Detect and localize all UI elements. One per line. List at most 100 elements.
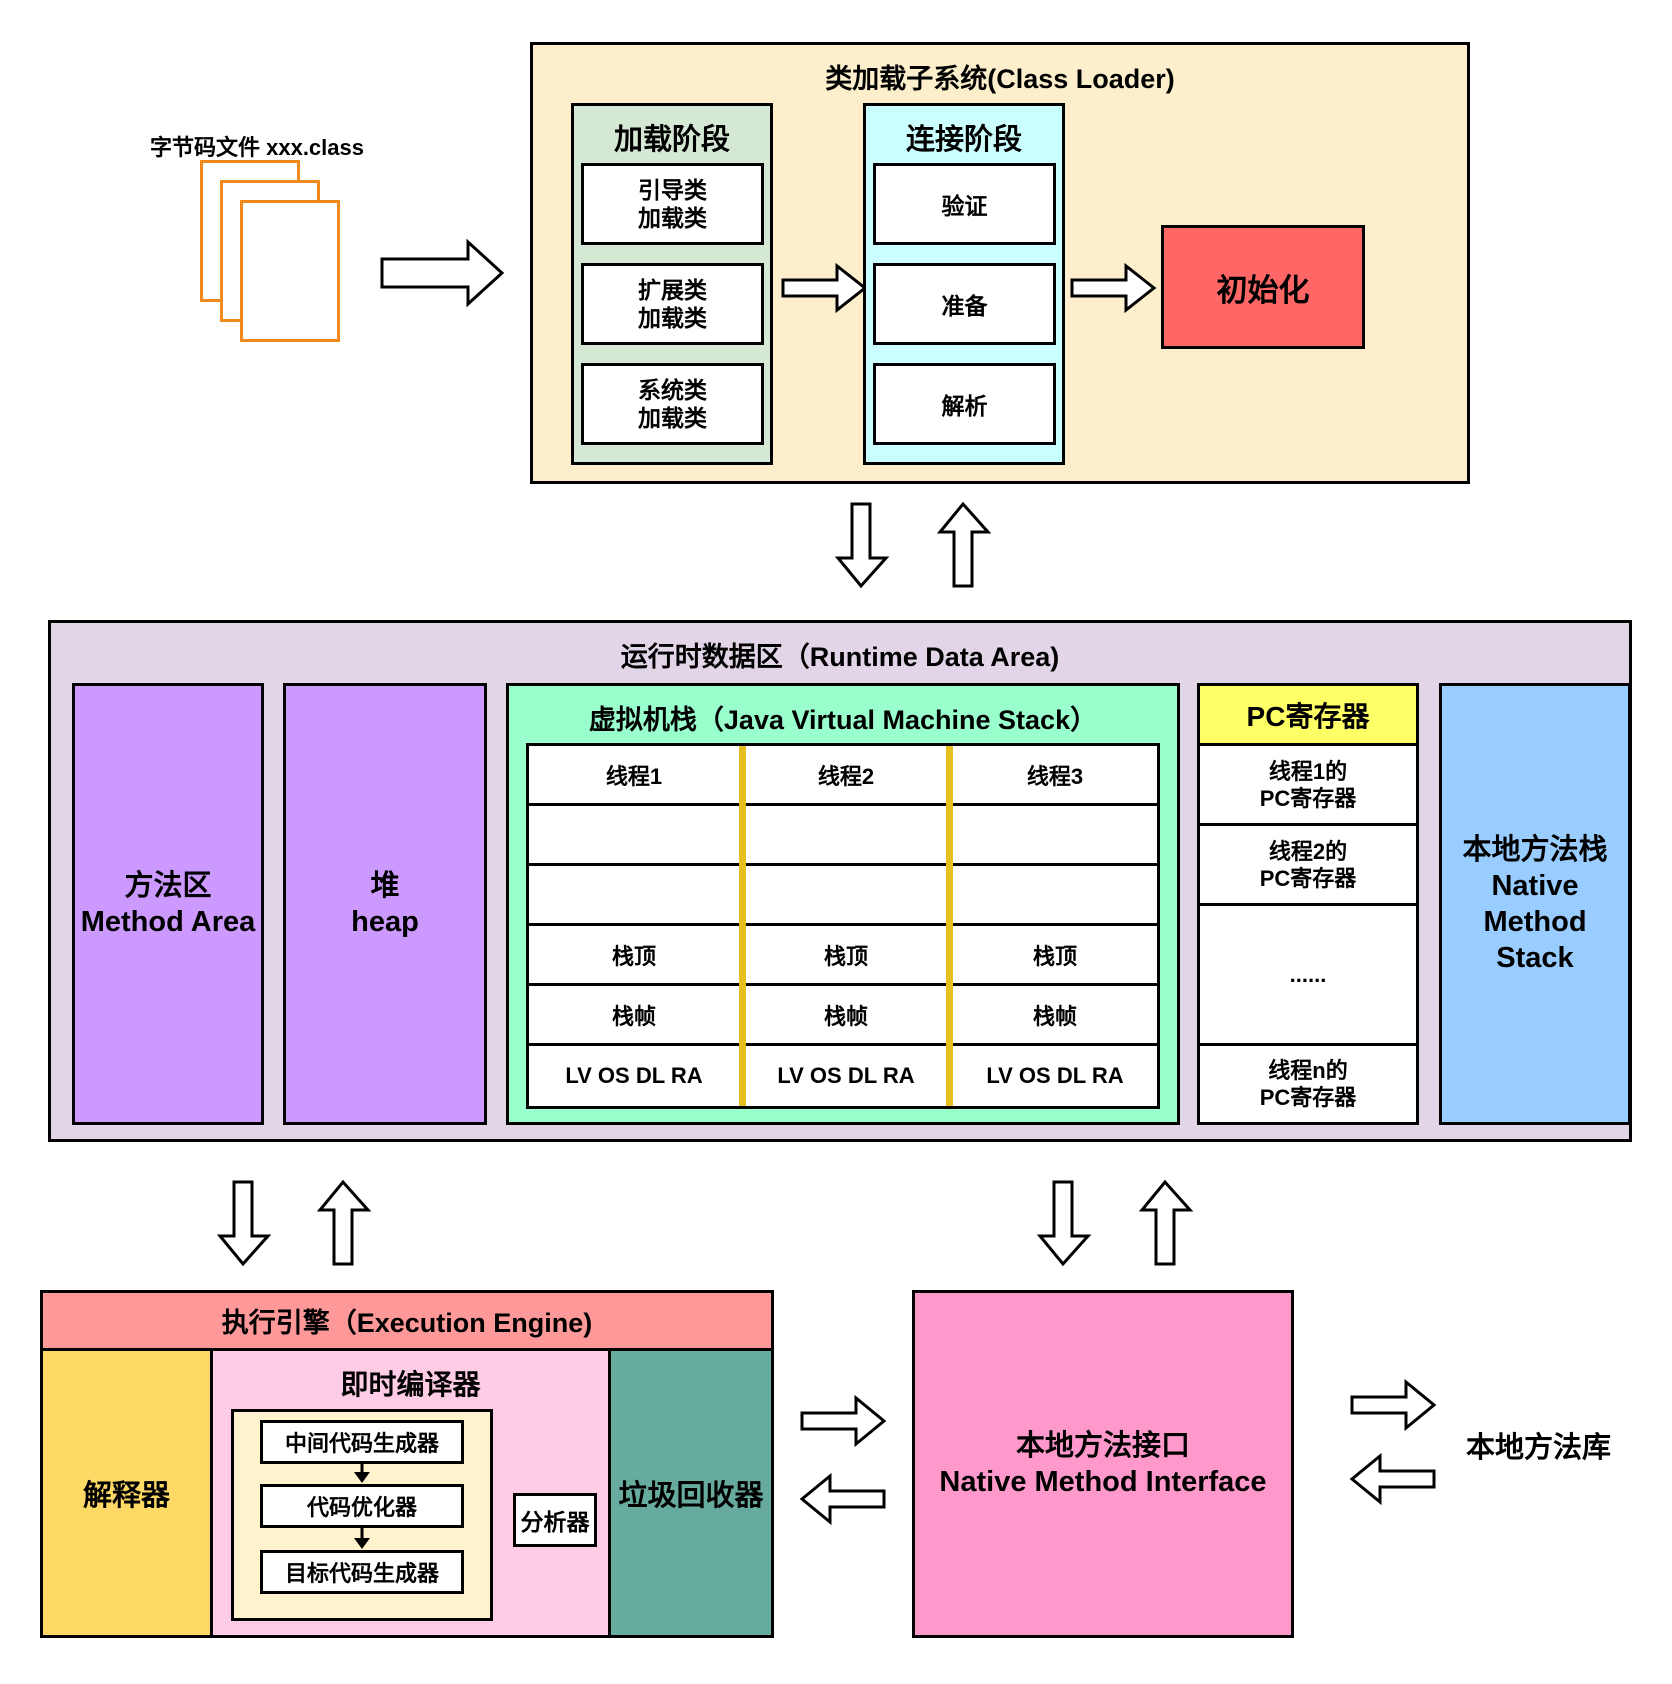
step-label: 验证 xyxy=(941,193,988,219)
loading-phase: 加载阶段 引导类 加载类 扩展类 加载类 系统类 加载类 xyxy=(571,103,773,465)
thread-stack: 线程1 栈顶 栈帧 LV OS DL RA xyxy=(529,746,739,1106)
pc-label-line1: 线程n的 xyxy=(1268,1058,1348,1083)
native-interface-label-cn: 本地方法接口 xyxy=(1015,1430,1190,1462)
profiler-label: 分析器 xyxy=(520,1509,590,1535)
thread-name: 线程2 xyxy=(746,746,946,806)
initialization-label: 初始化 xyxy=(1216,272,1310,308)
loader-label-line2: 加载类 xyxy=(638,405,707,431)
initialization-phase: 初始化 xyxy=(1161,225,1365,349)
native-stack-label: Method xyxy=(1483,906,1587,938)
class-loader-subsystem: 类加载子系统(Class Loader) 加载阶段 引导类 加载类 扩展类 加载… xyxy=(530,42,1470,484)
right-arrow-icon xyxy=(800,1394,887,1448)
pc-register: PC寄存器 线程1的 PC寄存器 线程2的 PC寄存器 ...... 线程n的 … xyxy=(1197,683,1419,1125)
up-arrow-icon xyxy=(316,1179,372,1266)
method-area-label-cn: 方法区 xyxy=(124,870,212,902)
profiler: 分析器 xyxy=(513,1493,597,1547)
right-arrow-icon xyxy=(781,262,868,314)
pc-label-line1: 线程2的 xyxy=(1268,838,1348,864)
down-arrow-icon xyxy=(354,1528,370,1549)
pc-label-line2: PC寄存器 xyxy=(1259,865,1357,891)
pc-register-title: PC寄存器 xyxy=(1200,686,1416,746)
down-arrow-icon xyxy=(354,1464,370,1483)
stack-top: 栈顶 xyxy=(529,926,739,986)
heap-label-cn: 堆 xyxy=(370,870,400,902)
verification-step: 验证 xyxy=(873,163,1056,245)
stack-slot-empty xyxy=(529,866,739,926)
up-arrow-icon xyxy=(936,501,992,588)
right-arrow-icon xyxy=(1070,262,1157,314)
down-arrow-icon xyxy=(216,1180,272,1267)
garbage-collector-label: 垃圾回收器 xyxy=(618,1480,764,1512)
interpreter: 解释器 xyxy=(43,1351,213,1635)
frame-contents: LV OS DL RA xyxy=(565,1063,703,1088)
jit-compiler-title: 即时编译器 xyxy=(340,1369,481,1400)
step-label: 准备 xyxy=(941,293,988,319)
pc-label-line1: 线程1的 xyxy=(1268,758,1348,784)
loader-label-line1: 扩展类 xyxy=(638,277,707,303)
stack-slot-empty xyxy=(953,806,1157,866)
thread-stack: 线程2 栈顶 栈帧 LV OS DL RA xyxy=(746,746,946,1106)
runtime-data-area: 运行时数据区（Runtime Data Area) 方法区 Method Are… xyxy=(48,620,1632,1142)
garbage-collector: 垃圾回收器 xyxy=(611,1351,771,1635)
target-code-generator: 目标代码生成器 xyxy=(260,1550,464,1594)
right-arrow-icon xyxy=(380,238,505,308)
stack-slot-empty xyxy=(953,866,1157,926)
native-method-stack: 本地方法栈 Native Method Stack xyxy=(1439,683,1631,1125)
loader-label-line2: 加载类 xyxy=(638,205,707,231)
right-arrow-icon xyxy=(1350,1378,1437,1432)
linking-phase-title: 连接阶段 xyxy=(905,124,1022,156)
loader-label-line1: 引导类 xyxy=(638,177,707,203)
pc-register-threadn: 线程n的 PC寄存器 xyxy=(1200,1046,1416,1122)
preparation-step: 准备 xyxy=(873,263,1056,345)
stack-top: 栈顶 xyxy=(746,926,946,986)
intermediate-code-generator: 中间代码生成器 xyxy=(260,1420,464,1464)
execution-engine: 执行引擎（Execution Engine) 解释器 即时编译器 中间代码生成器… xyxy=(40,1290,774,1638)
pc-register-ellipsis: ...... xyxy=(1200,906,1416,1046)
loader-label-line1: 系统类 xyxy=(638,377,707,403)
down-arrow-icon xyxy=(834,502,890,589)
step-label: 代码优化器 xyxy=(306,1495,417,1520)
pc-register-thread1: 线程1的 PC寄存器 xyxy=(1200,746,1416,826)
jvm-stack: 虚拟机栈（Java Virtual Machine Stack） 线程1 栈顶 … xyxy=(506,683,1180,1125)
code-optimizer: 代码优化器 xyxy=(260,1484,464,1528)
thread-stacks: 线程1 栈顶 栈帧 LV OS DL RA 线程2 栈顶 栈帧 LV OS DL… xyxy=(526,743,1160,1109)
native-stack-label: Native xyxy=(1491,870,1579,902)
down-arrow-icon xyxy=(1036,1180,1092,1267)
left-arrow-icon xyxy=(799,1472,886,1526)
interpreter-label: 解释器 xyxy=(82,1480,170,1512)
method-area-label-en: Method Area xyxy=(80,906,256,938)
thread-name: 线程3 xyxy=(953,746,1157,806)
jvm-stack-title: 虚拟机栈（Java Virtual Machine Stack） xyxy=(588,705,1098,735)
thread-name: 线程1 xyxy=(529,746,739,806)
step-label: 目标代码生成器 xyxy=(284,1561,439,1586)
native-stack-label: Stack xyxy=(1496,942,1574,974)
heap: 堆 heap xyxy=(283,683,487,1125)
pc-label-line2: PC寄存器 xyxy=(1259,1085,1357,1110)
frame-contents: LV OS DL RA xyxy=(986,1063,1124,1088)
native-interface-label-en: Native Method Interface xyxy=(939,1466,1267,1498)
system-class-loader: 系统类 加载类 xyxy=(581,363,764,445)
stack-slot-empty xyxy=(746,806,946,866)
bootstrap-class-loader: 引导类 加载类 xyxy=(581,163,764,245)
native-method-interface: 本地方法接口 Native Method Interface xyxy=(912,1290,1294,1638)
runtime-data-area-title: 运行时数据区（Runtime Data Area) xyxy=(620,642,1060,672)
stack-slot-empty xyxy=(746,866,946,926)
stack-frame: 栈帧 xyxy=(529,986,739,1046)
jit-pipeline: 中间代码生成器 代码优化器 目标代码生成器 xyxy=(231,1409,493,1621)
thread-stack: 线程3 栈顶 栈帧 LV OS DL RA xyxy=(953,746,1157,1106)
pc-label-line2: PC寄存器 xyxy=(1259,785,1357,811)
stack-frame: 栈帧 xyxy=(746,986,946,1046)
jit-compiler: 即时编译器 中间代码生成器 代码优化器 目标代码生成器 分析器 xyxy=(213,1351,611,1635)
method-area: 方法区 Method Area xyxy=(72,683,264,1125)
stack-top: 栈顶 xyxy=(953,926,1157,986)
stack-slot-empty xyxy=(529,806,739,866)
execution-engine-title: 执行引擎（Execution Engine) xyxy=(43,1293,771,1351)
up-arrow-icon xyxy=(1138,1179,1194,1266)
native-stack-label: 本地方法栈 xyxy=(1462,834,1608,866)
resolution-step: 解析 xyxy=(873,363,1056,445)
loading-phase-title: 加载阶段 xyxy=(613,124,730,156)
left-arrow-icon xyxy=(1349,1452,1436,1506)
extension-class-loader: 扩展类 加载类 xyxy=(581,263,764,345)
step-label: 中间代码生成器 xyxy=(284,1431,439,1456)
frame-contents: LV OS DL RA xyxy=(777,1063,915,1088)
